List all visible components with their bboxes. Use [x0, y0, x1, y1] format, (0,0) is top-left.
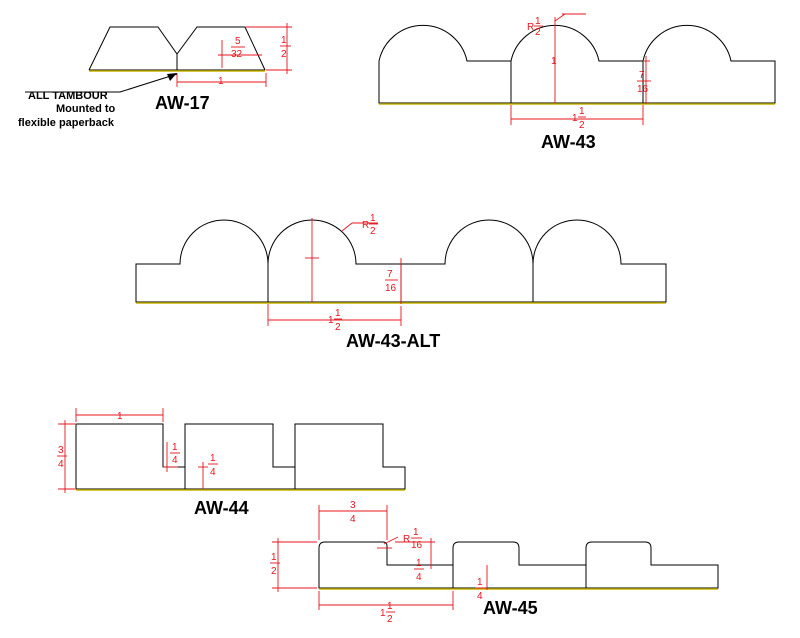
aw43-step-num: 7	[639, 70, 645, 81]
aw45-pitch-whole: 1	[380, 608, 386, 619]
aw17-depth-den: 32	[231, 49, 243, 60]
aw-44-profile	[75, 423, 406, 491]
aw44-step2-num: 1	[210, 453, 216, 464]
aw-17-profile	[88, 26, 266, 72]
label-aw-44: AW-44	[194, 498, 249, 518]
aw45-radius-den: 16	[411, 540, 423, 551]
aw45-step1-num: 1	[416, 558, 422, 569]
aw17-height-den: 2	[281, 49, 287, 60]
aw43alt-step-num: 7	[387, 269, 393, 280]
aw-17-dimensions: 5 32 1 2 1	[176, 23, 292, 87]
label-aw-17: AW-17	[155, 93, 210, 113]
aw45-radius-prefix: R	[403, 534, 410, 545]
aw44-step2-den: 4	[210, 467, 216, 478]
aw-45-profile	[318, 541, 719, 590]
aw43alt-radius-den: 2	[370, 226, 376, 237]
aw-43-dimensions: R 1 2 1 7 16 1 1 2	[510, 13, 651, 131]
aw43-pitch-num: 1	[579, 106, 585, 117]
aw43-pitch-den: 2	[579, 120, 585, 131]
label-aw-43-alt: AW-43-ALT	[346, 331, 440, 351]
label-aw-45: AW-45	[483, 598, 538, 618]
aw45-height-num: 1	[271, 552, 277, 563]
aw44-step1-num: 1	[172, 442, 178, 453]
aw43-pitch-whole: 1	[572, 113, 578, 124]
aw43alt-radius-prefix: R	[362, 220, 369, 231]
callout-all-tambour: ALL TAMBOUR	[28, 90, 108, 102]
aw45-width-num: 3	[350, 500, 356, 511]
callout-mounted-to: Mounted to	[56, 103, 116, 115]
aw45-width-den: 4	[350, 514, 356, 525]
aw43-radius-prefix: R	[527, 22, 534, 33]
aw-45-dimensions: 3 4 R 1 16 1 2 1 4 1 4 1 1 2	[270, 500, 488, 625]
tambour-callout: ALL TAMBOUR Mounted to flexible paperbac…	[18, 73, 178, 129]
aw44-width: 1	[117, 411, 123, 422]
aw43-height: 1	[551, 56, 557, 67]
aw45-step2-num: 1	[477, 577, 483, 588]
aw45-radius-num: 1	[413, 527, 419, 538]
aw43-step-den: 16	[637, 84, 649, 95]
aw43alt-pitch-den: 2	[335, 322, 341, 333]
aw45-step2-den: 4	[477, 591, 483, 602]
aw43alt-radius-num: 1	[370, 213, 376, 224]
aw44-height-den: 4	[58, 459, 64, 470]
aw43alt-pitch-num: 1	[335, 308, 341, 319]
aw-43-alt-dimensions: R 1 2 7 16 1 1 2	[267, 213, 402, 333]
aw44-step1-den: 4	[172, 455, 178, 466]
aw17-height-num: 1	[281, 35, 287, 46]
aw45-step1-den: 4	[416, 572, 422, 583]
aw45-height-den: 2	[271, 566, 277, 577]
aw17-width: 1	[218, 76, 224, 87]
label-aw-43: AW-43	[541, 132, 596, 152]
aw-43-profile	[378, 24, 776, 105]
aw43-radius-den: 2	[535, 27, 541, 38]
aw43alt-step-den: 16	[385, 283, 397, 294]
aw17-depth-num: 5	[235, 36, 241, 47]
aw45-pitch-den: 2	[387, 614, 393, 625]
aw-44-dimensions: 1 3 4 1 4 1 4	[57, 408, 218, 493]
aw44-height-num: 3	[58, 445, 64, 456]
callout-flexible-paperback: flexible paperback	[18, 117, 115, 129]
aw45-pitch-num: 1	[387, 601, 393, 612]
aw43alt-pitch-whole: 1	[328, 315, 334, 326]
aw43-radius-num: 1	[535, 16, 541, 27]
